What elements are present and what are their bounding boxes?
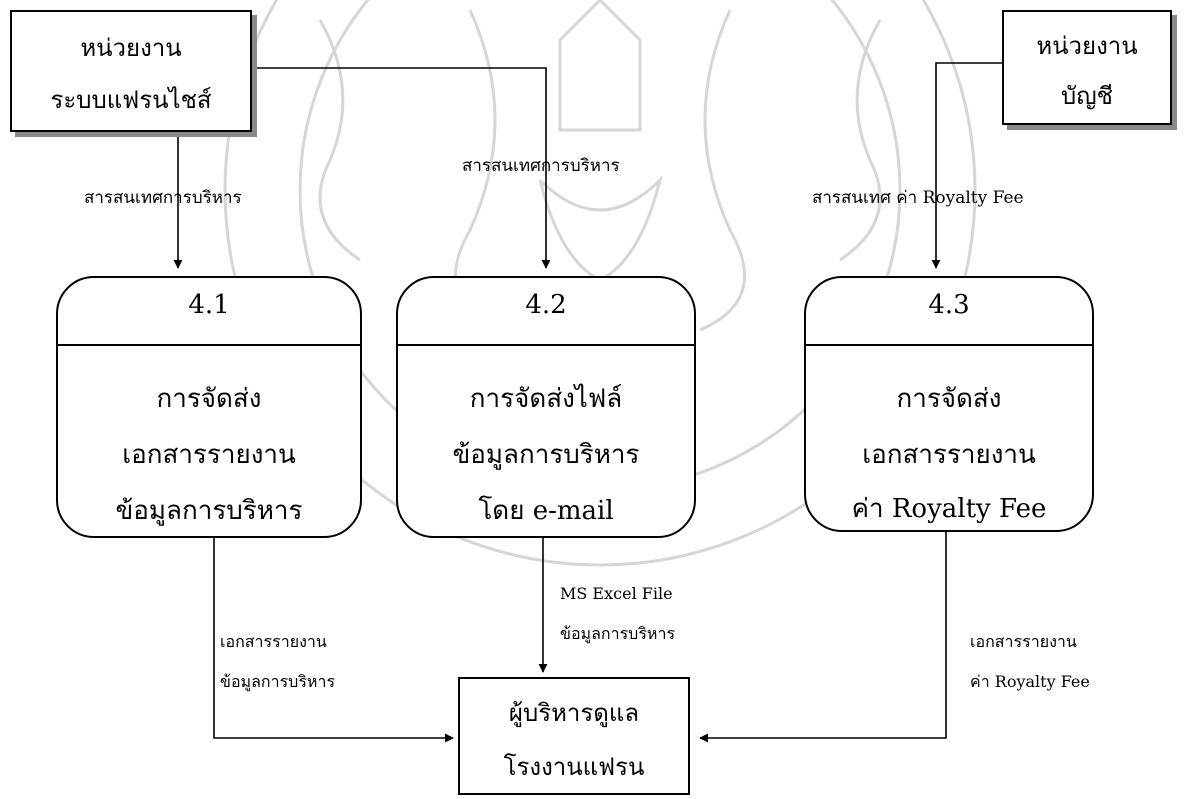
flow-label-from-4-1-line-1: เอกสารรายงาน [220, 632, 327, 651]
process-label-line-2: เอกสารรายงาน [122, 440, 296, 470]
flow-label-from-4-3-line-2: ค่า Royalty Fee [970, 672, 1090, 691]
entity-label-line-2: ระบบแฟรนไชส์ [50, 86, 212, 114]
process-label-line-3: ข้อมูลการบริหาร [115, 496, 303, 526]
flow-label-to-4-3: สารสนเทศ ค่า Royalty Fee [812, 188, 1024, 208]
process-4-1: 4.1 การจัดส่ง เอกสารรายงาน ข้อมูลการบริห… [56, 276, 362, 538]
process-label-line-1: การจัดส่ง [896, 384, 1002, 414]
process-4-2: 4.2 การจัดส่งไฟล์ ข้อมูลการบริหาร โดย e-… [396, 276, 696, 538]
flow-line-to-4-2 [252, 67, 551, 269]
flow-label-from-4-2-line-2: ข้อมูลการบริหาร [560, 624, 676, 643]
process-divider [398, 344, 694, 346]
flow-label-from-4-1-line-2: ข้อมูลการบริหาร [220, 672, 336, 691]
entity-label-line-2: โรงงานแฟรน [503, 753, 645, 781]
process-label-line-3: โดย e-mail [478, 496, 614, 526]
flow-line-from-4-1 [213, 538, 454, 743]
external-entity-manager: ผู้บริหารดูแล โรงงานแฟรน [458, 677, 690, 795]
external-entity-accounting-unit: หน่วยงาน บัญชี [1002, 10, 1172, 125]
process-label-line-2: เอกสารรายงาน [862, 440, 1036, 470]
external-entity-franchise-unit: หน่วยงาน ระบบแฟรนไชส์ [10, 10, 252, 132]
process-number: 4.2 [525, 290, 567, 320]
process-label-line-1: การจัดส่งไฟล์ [469, 384, 623, 414]
flow-line-from-4-3 [699, 532, 947, 743]
process-label-line-1: การจัดส่ง [156, 384, 262, 414]
process-label-line-2: ข้อมูลการบริหาร [452, 440, 640, 470]
flow-label-to-4-2: สารสนเทศการบริหาร [462, 156, 620, 176]
flow-label-to-4-1: สารสนเทศการบริหาร [84, 188, 242, 208]
process-number: 4.1 [188, 290, 230, 320]
entity-label-line-2: บัญชี [1061, 82, 1113, 110]
process-number: 4.3 [928, 290, 970, 320]
entity-label-line-1: ผู้บริหารดูแล [508, 699, 640, 727]
process-4-3: 4.3 การจัดส่ง เอกสารรายงาน ค่า Royalty F… [804, 276, 1094, 532]
entity-label-line-1: หน่วยงาน [80, 34, 182, 62]
flow-label-from-4-2-line-1: MS Excel File [560, 584, 673, 603]
process-divider [806, 344, 1092, 346]
flow-line-to-4-3 [931, 62, 1002, 269]
process-divider [58, 344, 360, 346]
entity-label-line-1: หน่วยงาน [1036, 32, 1138, 60]
flow-label-from-4-3-line-1: เอกสารรายงาน [970, 632, 1077, 651]
process-label-line-3: ค่า Royalty Fee [851, 494, 1047, 524]
